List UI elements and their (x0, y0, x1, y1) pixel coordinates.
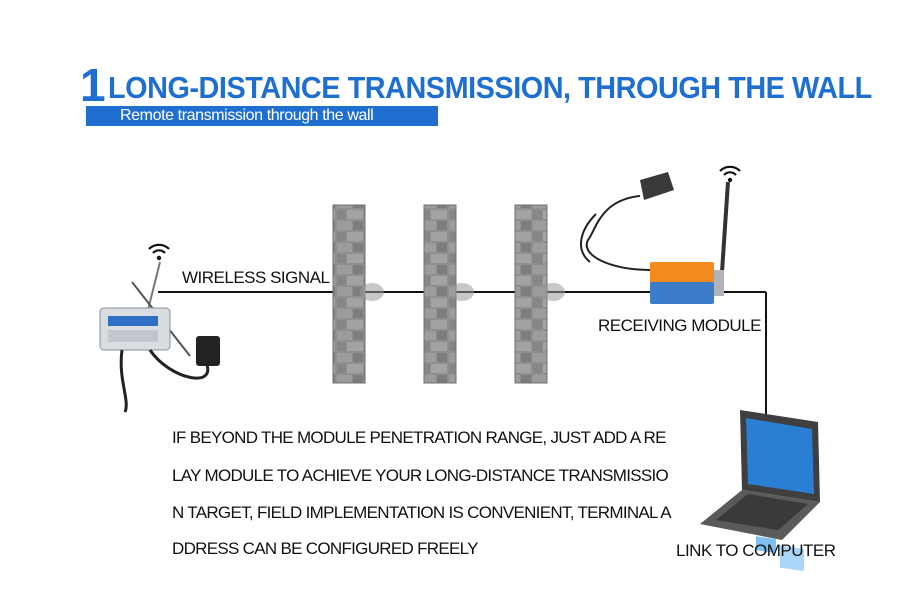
wall-1 (332, 204, 384, 384)
wall-3 (514, 204, 565, 384)
page-subtitle: Remote transmission through the wall (120, 107, 374, 124)
receiving-module-label: RECEIVING MODULE (598, 316, 761, 335)
transmitter-sensor (99, 261, 220, 413)
subtitle-bar (86, 106, 438, 126)
page-title: LONG-DISTANCE TRANSMISSION, THROUGH THE … (108, 70, 872, 105)
section-number: 1 (80, 59, 106, 111)
wireless-signal-label: WIRELESS SIGNAL (182, 268, 330, 287)
link-to-computer-label: LINK TO COMPUTER (676, 541, 836, 560)
wall-2 (423, 204, 474, 384)
sensor-wifi-icon (147, 243, 171, 262)
description-line: IF BEYOND THE MODULE PENETRATION RANGE, … (172, 428, 666, 447)
description-line: LAY MODULE TO ACHIEVE YOUR LONG-DISTANCE… (172, 466, 669, 485)
receiving-module (580, 172, 730, 304)
laptop-computer (700, 410, 820, 571)
description-line: N TARGET, FIELD IMPLEMENTATION IS CONVEN… (172, 503, 672, 522)
receiver-wifi-icon (718, 165, 742, 184)
description-line: DDRESS CAN BE CONFIGURED FREELY (172, 539, 478, 558)
